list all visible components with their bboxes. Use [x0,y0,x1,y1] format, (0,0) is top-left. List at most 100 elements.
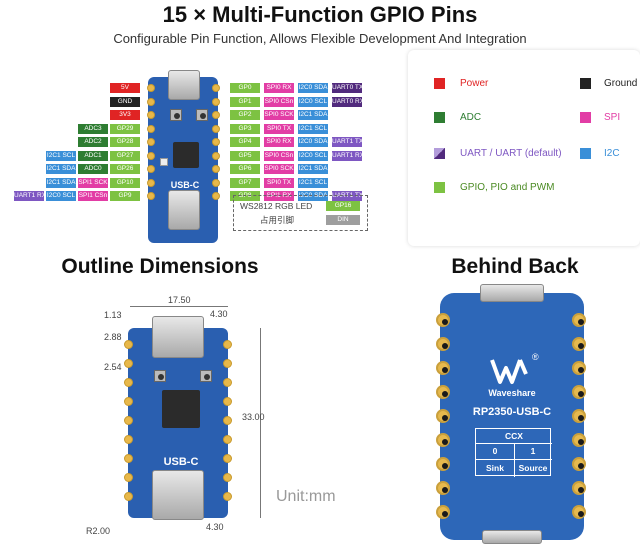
pin-label-right-2-func-1: I2C1 SDA [298,110,328,120]
back-usb-bottom [482,530,542,544]
legend-swatch-spi [580,112,591,123]
reset-button [196,109,208,121]
registered-mark: ® [532,352,539,362]
pin-label-left-7-gpio: GP10 [110,177,140,188]
board-silk-label: USB-C [170,180,200,190]
pin-hole [442,487,448,493]
back-pin-pad [436,409,450,423]
pin-label-left-7-func-1: I2C1 SDA [46,177,76,188]
pin-hole [578,463,584,469]
back-pin-pad [572,481,586,495]
legend-panel: Power Ground ADC SPI UART / UART (defaul… [408,50,640,246]
waveshare-logo [490,356,534,386]
pin-pad-right [212,97,220,106]
dim-top-right: 4.30 [210,309,228,319]
pin-hole [578,415,584,421]
pin-pad-left [147,124,155,133]
back-pin-pad [436,433,450,447]
rp2350-chip [173,142,199,168]
outline-diagram: USB-C 17.50 4.30 1.13 2.88 2.54 33.00 4.… [80,290,370,540]
pin-label-right-3-gpio: GP3 [230,123,260,134]
pin-label-right-1-func-0: SPI0 CSn [264,96,294,107]
pin-label-right-4-gpio: GP4 [230,137,260,147]
dim-height-line [260,328,261,518]
outline-pin-pad [223,473,232,482]
legend-label-ground: Ground [604,78,638,89]
pin-hole [578,367,584,373]
pin-label-right-1-func-2: UART0 RX [332,96,362,107]
back-pin-pad [572,385,586,399]
pin-pad-left [147,151,155,160]
outline-usb-top [152,316,204,358]
outline-pin-pad [124,359,133,368]
led-gpio-badge: GP16 [326,201,360,211]
ccx-col1: 1 [530,446,536,456]
usb-c-connector-top [168,70,200,100]
pin-hole [442,343,448,349]
outline-pin-pad [124,416,133,425]
pin-label-right-5-gpio: GP5 [230,150,260,161]
back-pin-pad [572,361,586,375]
pin-pad-right [212,151,220,160]
back-pin-pad [436,385,450,399]
outline-pin-pad [124,473,133,482]
pin-label-right-0-gpio: GP0 [230,83,260,93]
pin-hole [442,463,448,469]
pin-hole [578,343,584,349]
outline-pin-pad [124,378,133,387]
outline-reset-button [200,370,212,382]
ccx-header: CCX [505,431,523,441]
pin-label-right-5-func-0: SPI0 CSn [264,150,294,161]
back-pin-pad [572,337,586,351]
dim-height: 33.00 [242,412,265,422]
outline-pin-pad [223,340,232,349]
pin-pad-right [212,124,220,133]
dim-d3: 2.54 [104,362,122,372]
pin-label-left-6-func-1: I2C1 SDA [46,164,76,174]
outline-pin-pad [124,454,133,463]
pin-label-right-6-func-0: SPI0 SCK [264,164,294,174]
pin-label-right-3-func-1: I2C1 SCL [298,123,328,134]
back-model: RP2350-USB-C [472,406,552,418]
pin-pad-left [147,138,155,146]
pin-label-right-6-gpio: GP6 [230,164,260,174]
back-pin-pad [436,457,450,471]
back-pin-pad [572,433,586,447]
back-pin-pad [572,409,586,423]
outline-pin-pad [223,435,232,444]
pin-label-right-1-gpio: GP1 [230,96,260,107]
legend-label-power: Power [460,78,489,89]
pin-pad-right [212,165,220,173]
pin-label-left-8-gpio: GP9 [110,191,140,201]
ccx-source: Source [518,463,548,473]
pin-hole [442,511,448,517]
back-pin-pad [572,457,586,471]
outline-pin-pad [223,397,232,406]
pin-label-left-2-gpio: 3V3 [110,110,140,120]
pin-pad-left [147,165,155,173]
back-board [436,293,586,540]
pin-label-left-1-gpio: GND [110,96,140,107]
pin-label-left-7-func-0: SPI1 SCK [78,177,108,188]
ccx-col0: 0 [492,446,498,456]
pin-pad-right [212,138,220,146]
pin-pad-left [147,84,155,92]
pin-label-left-5-func-0: ADC1 [78,150,108,161]
legend-swatch-power [434,78,445,89]
dim-d1: 1.13 [104,310,122,320]
pin-label-left-8-func-1: I2C0 SCL [46,191,76,201]
outline-usb-bottom [152,470,204,520]
pin-pad-right [212,178,220,187]
outline-pin-pad [124,492,133,501]
pin-pad-right [212,192,220,200]
pin-label-right-0-func-0: SPI0 RX [264,83,294,93]
outline-chip [162,390,200,428]
back-pin-pad [436,505,450,519]
led-desc-cn: 占用引脚 [260,215,295,225]
pin-label-left-5-gpio: GP27 [110,150,140,161]
usb-c-connector-bottom [168,190,200,230]
pin-label-left-0-gpio: 5V [110,83,140,93]
pin-hole [578,439,584,445]
outline-board-label: USB-C [163,456,199,468]
pin-label-right-7-gpio: GP7 [230,177,260,188]
